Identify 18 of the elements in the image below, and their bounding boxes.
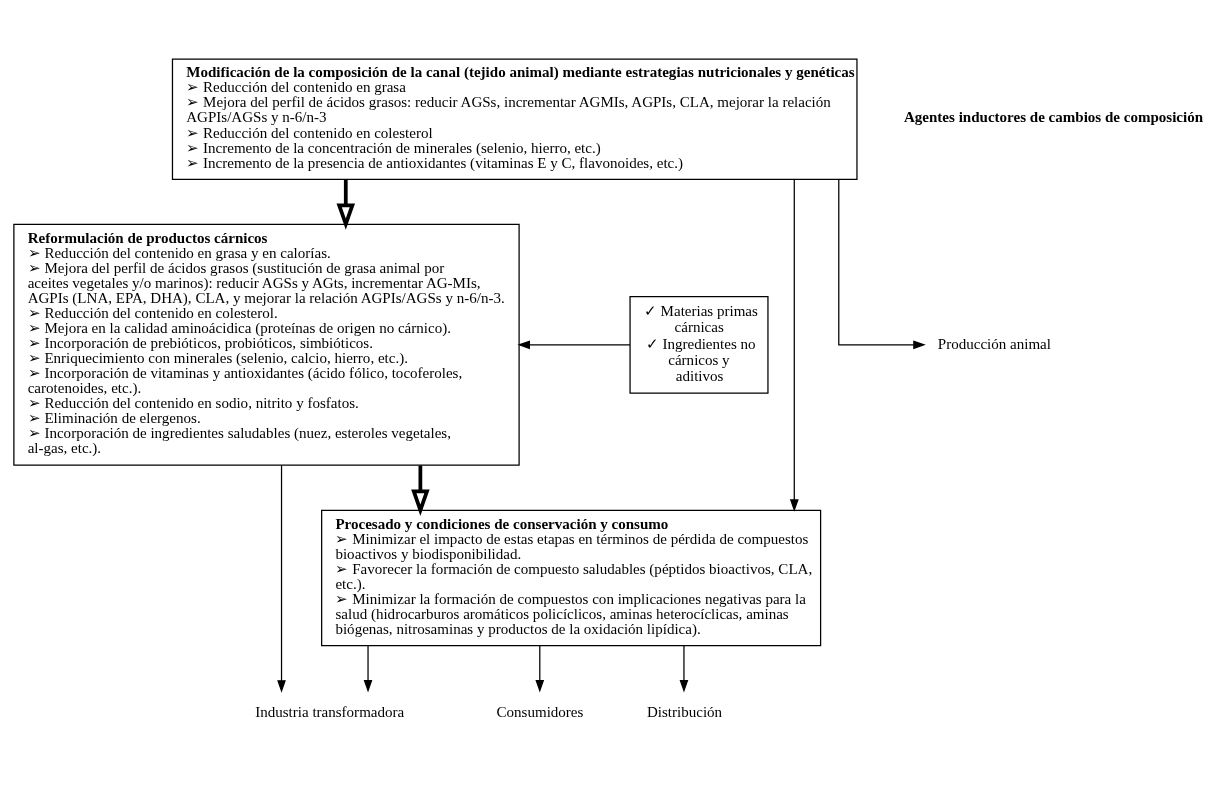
- node-box: Procesado y condiciones de conservación y consumo ➢ Minimizar el impacto de estas etapas en términos de pérdida de compuestos bioactivos y biodisponibilidad. ➢ Favorecer la formación de compuesto saludables (péptidos bioactivos, CLA, etc.). ➢ Minimizar la formación de compuestos con implicaciones negativas para la salud (hidrocarburos aromáticos policíclicos, aminas heterocíclicas, aminas biógenas, nitrosaminas y productos de la oxidación lipídica).: [321, 509, 822, 646]
- arrow: [277, 464, 286, 693]
- node-text: Industria transformadora: [255, 703, 405, 720]
- node-text: Distribución: [646, 703, 723, 720]
- arrow: [838, 178, 926, 349]
- arrow: [363, 645, 373, 692]
- arrow: [679, 645, 689, 692]
- label: Agentes inductores de cambios de composición: [903, 108, 1204, 125]
- node-box: Modificación de la composición de la canal (tejido animal) mediante estrategias nutricionales y genéticas ➢ Reducción del contenido en grasa ➢ Mejora del perfil de ácidos grasos: reducir AGSs, incrementar AGMIs, AGPIs, CLA, mejorar la relación AGPIs/AGSs y n-6/n-3 ➢ Reducción del contenido en colesterol ➢ Incremento de la concentración de minerales (selenio, hierro, etc.) ➢ Incremento de la presencia de antioxidantes (vitaminas E y C, flavonoides, etc.): [171, 57, 858, 180]
- node-box: Reformulación de productos cárnicos ➢ Reducción del contenido en grasa y en calorías. ➢ Mejora del perfil de ácidos grasos (sustitución de grasa animal por aceites vegetales y/o marinos): reducir AGSs y AGts, incrementar AG-MIs, AGPIs (LNA, EPA, DHA), CLA, y mejorar la relación AGPIs/AGSs y n-6/n-3. ➢ Reducción del contenido en colesterol. ➢ Mejora en la calidad aminoácidica (proteínas de origen no cárnico). ➢ Incorporación de prebióticos, probióticos, simbióticos. ➢ Enriquecimiento con minerales (selenio, calcio, hierro, etc.). ➢ Incorporación de vitaminas y antioxidantes (ácido fólico, tocoferoles, carotenoides, etc.). ➢ Reducción del contenido en sodio, nitrito y fosfatos. ➢ Eliminación de elergenos. ➢ Incorporación de ingredientes saludables (nuez, esteroles vegetales, al-gas, etc.).: [13, 223, 520, 466]
- node-box: ✓ Materias primas cárnicas ✓ Ingredientes no cárnicos y aditivos: [629, 295, 769, 394]
- node-text: Consumidores: [496, 703, 584, 720]
- arrow: [336, 179, 355, 230]
- arrow: [535, 645, 545, 692]
- arrow: [517, 339, 631, 349]
- arrow: [411, 465, 430, 516]
- node-text: Producción animal: [937, 335, 1051, 352]
- arrow: [789, 178, 799, 512]
